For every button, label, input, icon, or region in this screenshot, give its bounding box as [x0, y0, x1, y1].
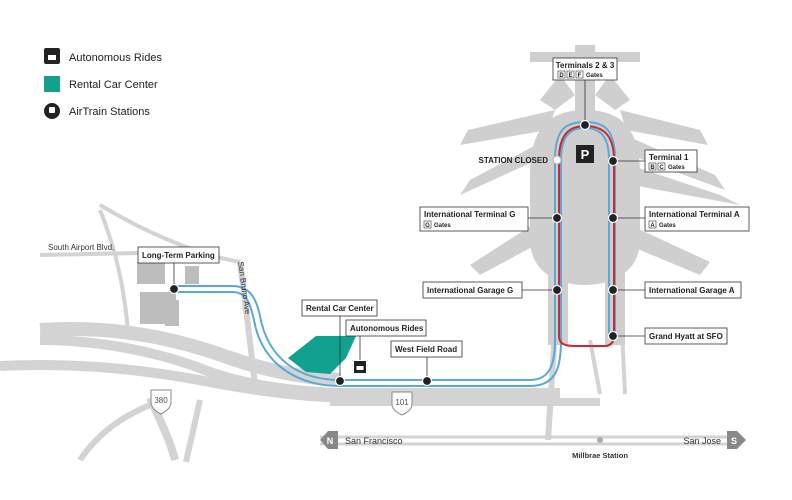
svg-text:Autonomous Rides: Autonomous Rides [69, 52, 162, 64]
station-intl-terminal-a [607, 212, 619, 224]
label-west-field-road: West Field Road [390, 340, 463, 358]
callout-leaders [173, 79, 645, 376]
legend-airtrain-item: AirTrain Stations [44, 103, 150, 119]
station-west-field-road [421, 375, 433, 387]
label-san-francisco: San Francisco [345, 436, 403, 446]
svg-text:Rental Car Center: Rental Car Center [306, 304, 374, 313]
label-intl-terminal-a: International Terminal A A Gates [644, 206, 750, 232]
highway-380-shield: 380 [150, 389, 172, 415]
svg-text:International Terminal A: International Terminal A [649, 210, 740, 219]
svg-text:AirTrain Stations: AirTrain Stations [69, 106, 150, 118]
airport-terminals [460, 45, 740, 345]
svg-text:International Garage A: International Garage A [649, 286, 735, 295]
svg-text:Grand Hyatt at SFO: Grand Hyatt at SFO [649, 332, 723, 341]
label-terminals-23: Terminals 2 & 3 D E F Gates [552, 57, 618, 81]
station-rental-car-center [334, 375, 346, 387]
parking-icon: P [576, 145, 594, 163]
svg-text:Rental Car Center: Rental Car Center [69, 79, 158, 91]
svg-text:Gates: Gates [659, 223, 676, 229]
station-intl-garage-g [551, 284, 563, 296]
svg-text:Gates: Gates [586, 73, 603, 79]
car-icon [354, 361, 366, 373]
station-grand-hyatt [607, 330, 619, 342]
label-long-term-parking: Long-Term Parking [137, 246, 220, 264]
legend-autonomous-item: Autonomous Rides [44, 48, 162, 64]
svg-text:International Terminal G: International Terminal G [424, 210, 515, 219]
red-line [558, 124, 615, 347]
svg-text:G: G [425, 223, 430, 229]
label-rental-car-center: Rental Car Center [301, 299, 378, 317]
svg-text:E: E [568, 73, 572, 79]
rental-car-center-building [288, 336, 356, 374]
svg-text:101: 101 [395, 398, 409, 407]
label-grand-hyatt: Grand Hyatt at SFO [644, 327, 728, 345]
svg-text:B: B [650, 165, 655, 171]
station-closed-marker [552, 155, 562, 165]
south-badge: S [727, 431, 746, 449]
station-long-term-parking [168, 283, 180, 295]
label-south-airport-blvd: South Airport Blvd. [48, 243, 114, 252]
svg-text:P: P [581, 147, 590, 162]
highway-101-shield: 101 [391, 391, 413, 416]
label-intl-terminal-g: International Terminal G G Gates [419, 206, 529, 232]
svg-text:Terminal 1: Terminal 1 [649, 153, 689, 162]
svg-text:F: F [578, 73, 582, 79]
station-intl-terminal-g [551, 212, 563, 224]
svg-text:A: A [650, 223, 655, 229]
svg-text:N: N [327, 436, 334, 446]
label-intl-garage-g: International Garage G [422, 281, 523, 299]
svg-text:Long-Term Parking: Long-Term Parking [142, 251, 215, 260]
legend-rental-item: Rental Car Center [44, 76, 158, 92]
long-term-parking-lots [137, 262, 199, 326]
label-station-closed: STATION CLOSED [479, 156, 549, 165]
svg-text:Autonomous Rides: Autonomous Rides [350, 324, 424, 333]
svg-text:C: C [659, 165, 664, 171]
station-terminals-2-3 [579, 119, 591, 131]
svg-text:380: 380 [154, 396, 168, 405]
label-intl-garage-a: International Garage A [644, 281, 742, 299]
svg-text:S: S [731, 436, 737, 446]
label-san-jose: San Jose [683, 436, 721, 446]
label-san-bruno-ave: San Bruno Ave [236, 261, 252, 316]
svg-text:Gates: Gates [668, 165, 685, 171]
label-millbrae-station: Millbrae Station [572, 451, 628, 460]
station-markers[interactable] [168, 119, 619, 387]
svg-text:West Field Road: West Field Road [395, 345, 457, 354]
north-badge: N [320, 431, 338, 449]
station-intl-garage-a [607, 284, 619, 296]
station-terminal-1 [607, 155, 619, 167]
label-terminal-1: Terminal 1 B C Gates [644, 149, 698, 173]
label-autonomous-rides: Autonomous Rides [345, 319, 427, 337]
legend: Autonomous Rides Rental Car Center AirTr… [44, 48, 162, 119]
svg-text:D: D [559, 73, 564, 79]
svg-text:International Garage G: International Garage G [427, 286, 513, 295]
millbrae-station-marker [597, 437, 603, 443]
svg-text:Gates: Gates [434, 223, 451, 229]
svg-text:Terminals 2 & 3: Terminals 2 & 3 [556, 61, 615, 70]
